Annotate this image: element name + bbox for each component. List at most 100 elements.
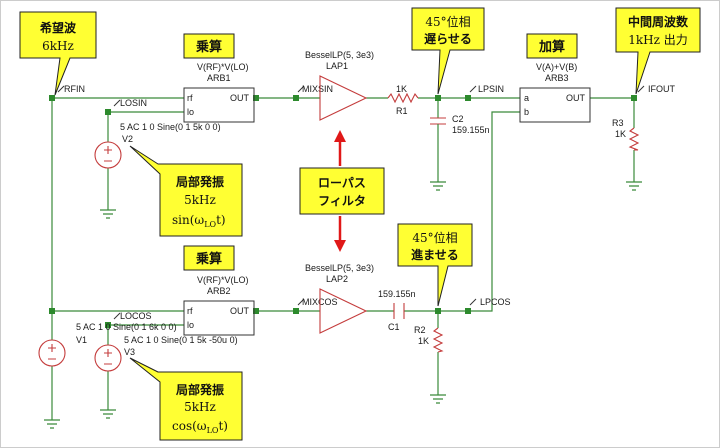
callout-lag-line2: 遅らせる [424, 32, 472, 46]
callout-lo-cos: 局部発振 5kHz cos(ωLOt) [129, 357, 243, 441]
arb2-pin-out: OUT [230, 306, 250, 316]
callout-lowpass: ローパス フィルタ [299, 167, 385, 215]
callout-lowpass-line1: ローパス [318, 176, 366, 190]
callout-phase-lead: 45°位相 進ませる [397, 223, 473, 307]
callout-rf-freq: 6kHz [42, 39, 74, 53]
arb3-name: ARB3 [545, 73, 569, 83]
capacitor-c1[interactable]: 159.155n C1 [378, 289, 416, 332]
lap2-name: LAP2 [326, 274, 348, 284]
ground-icon [626, 181, 642, 191]
callout-lo-cos-title: 局部発振 [176, 382, 224, 397]
callout-rf-title: 希望波 [39, 20, 77, 35]
node-locos [105, 322, 111, 328]
node-mixsin [293, 95, 299, 101]
source-v2[interactable]: 5 AC 1 0 Sine(0 1 5k 0 0) V2 [94, 122, 221, 169]
ground-icon [100, 409, 116, 419]
lap1-filter[interactable]: BesselLP(5, 3e3) LAP1 [305, 50, 374, 121]
wires [51, 97, 635, 420]
callout-lead-line1: 45°位相 [412, 230, 457, 245]
ground-icon [430, 181, 446, 191]
lap2-filter[interactable]: BesselLP(5, 3e3) LAP2 [305, 263, 374, 334]
arb3-pin-out: OUT [566, 93, 586, 103]
lap1-expr: BesselLP(5, 3e3) [305, 50, 374, 60]
resistor-r2[interactable]: R2 1K [414, 325, 444, 353]
arb2-pin-lo: lo [187, 320, 194, 330]
v2-spec: 5 AC 1 0 Sine(0 1 5k 0 0) [120, 122, 221, 132]
capacitor-c2[interactable]: C2 159.155n [430, 114, 490, 136]
v3-name: V3 [124, 347, 135, 357]
callout-lo-sin: 局部発振 5kHz sin(ωLOt) [129, 145, 243, 237]
node-rfin [49, 95, 55, 101]
arb3-pin-a: a [524, 93, 529, 103]
callout-lag-line1: 45°位相 [425, 14, 470, 29]
r1-value: 1K [396, 84, 407, 94]
ground-icon [44, 419, 60, 429]
v1-name: V1 [76, 335, 87, 345]
c1-value: 159.155n [378, 289, 416, 299]
node-c2-top [435, 95, 441, 101]
lap1-name: LAP1 [326, 61, 348, 71]
node-arb2-out [253, 308, 259, 314]
ground-icon [430, 394, 446, 404]
arb2-pin-rf: rf [187, 306, 193, 316]
r3-value: 1K [615, 129, 626, 139]
net-lpcos: LPCOS [480, 297, 511, 307]
net-lpsin: LPSIN [478, 84, 504, 94]
callout-lo-cos-fn: cos(ωLOt) [172, 419, 228, 435]
arrow-up-icon [334, 130, 346, 166]
r3-name: R3 [612, 118, 624, 128]
arb3-expr: V(A)+V(B) [536, 62, 577, 72]
v1-spec: 5 AC 1 0 Sine(0 1 6k 0 0) [76, 322, 177, 332]
callout-if-line2: 1kHz 出力 [628, 33, 688, 47]
net-rfin: RFIN [64, 84, 85, 94]
arb1-pin-lo: lo [187, 107, 194, 117]
lap2-expr: BesselLP(5, 3e3) [305, 263, 374, 273]
arb1-pin-rf: rf [187, 93, 193, 103]
arb3-pin-b: b [524, 107, 529, 117]
label-mul2-text: 乗算 [195, 251, 222, 267]
c1-name: C1 [388, 322, 400, 332]
node-dots [49, 95, 637, 328]
label-add: 加算 [526, 33, 578, 59]
callout-lo-sin-fn: sin(ωLOt) [172, 213, 226, 229]
node-ifout [631, 95, 637, 101]
r1-name: R1 [396, 106, 408, 116]
label-mul1: 乗算 [183, 33, 235, 59]
arb2-expr: V(RF)*V(LO) [197, 275, 249, 285]
resistor-r3[interactable]: R3 1K [612, 118, 640, 151]
source-v1[interactable]: 5 AC 1 0 Sine(0 1 6k 0 0) V1 [38, 322, 177, 367]
arb2-block[interactable]: V(RF)*V(LO) ARB2 rf lo OUT [183, 275, 255, 336]
arb3-block[interactable]: V(A)+V(B) ARB3 a b OUT [519, 62, 591, 123]
callout-lowpass-line2: フィルタ [318, 194, 366, 208]
node-arb1-out [253, 95, 259, 101]
node-losin [105, 109, 111, 115]
callout-lo-sin-title: 局部発振 [176, 174, 224, 189]
resistor-r1[interactable]: 1K R1 [387, 84, 419, 116]
arb1-block[interactable]: V(RF)*V(LO) ARB1 rf lo OUT [183, 62, 255, 123]
callout-lead-line2: 進ませる [411, 247, 459, 262]
node-mixcos [293, 308, 299, 314]
callout-lo-sin-freq: 5kHz [184, 193, 216, 207]
node-lpcos [465, 308, 471, 314]
ground-symbols [44, 181, 642, 429]
r2-value: 1K [418, 336, 429, 346]
arb1-name: ARB1 [207, 73, 231, 83]
arb1-expr: V(RF)*V(LO) [197, 62, 249, 72]
callout-if-output: 中間周波数 1kHz 出力 [615, 7, 701, 95]
callout-phase-lag: 45°位相 遅らせる [411, 7, 485, 95]
node-rf-bottom [49, 308, 55, 314]
label-add-text: 加算 [538, 39, 565, 55]
v2-name: V2 [122, 134, 133, 144]
arrow-down-icon [334, 216, 346, 252]
arb1-pin-out: OUT [230, 93, 250, 103]
node-r2-top [435, 308, 441, 314]
label-mul1-text: 乗算 [195, 39, 222, 55]
net-losin: LOSIN [120, 98, 147, 108]
node-lpsin [465, 95, 471, 101]
net-mixsin: MIXSIN [302, 84, 333, 94]
c2-name: C2 [452, 114, 464, 124]
arb2-name: ARB2 [207, 286, 231, 296]
source-v3[interactable]: 5 AC 1 0 Sine(0 1 5k -50u 0) V3 [94, 335, 238, 372]
